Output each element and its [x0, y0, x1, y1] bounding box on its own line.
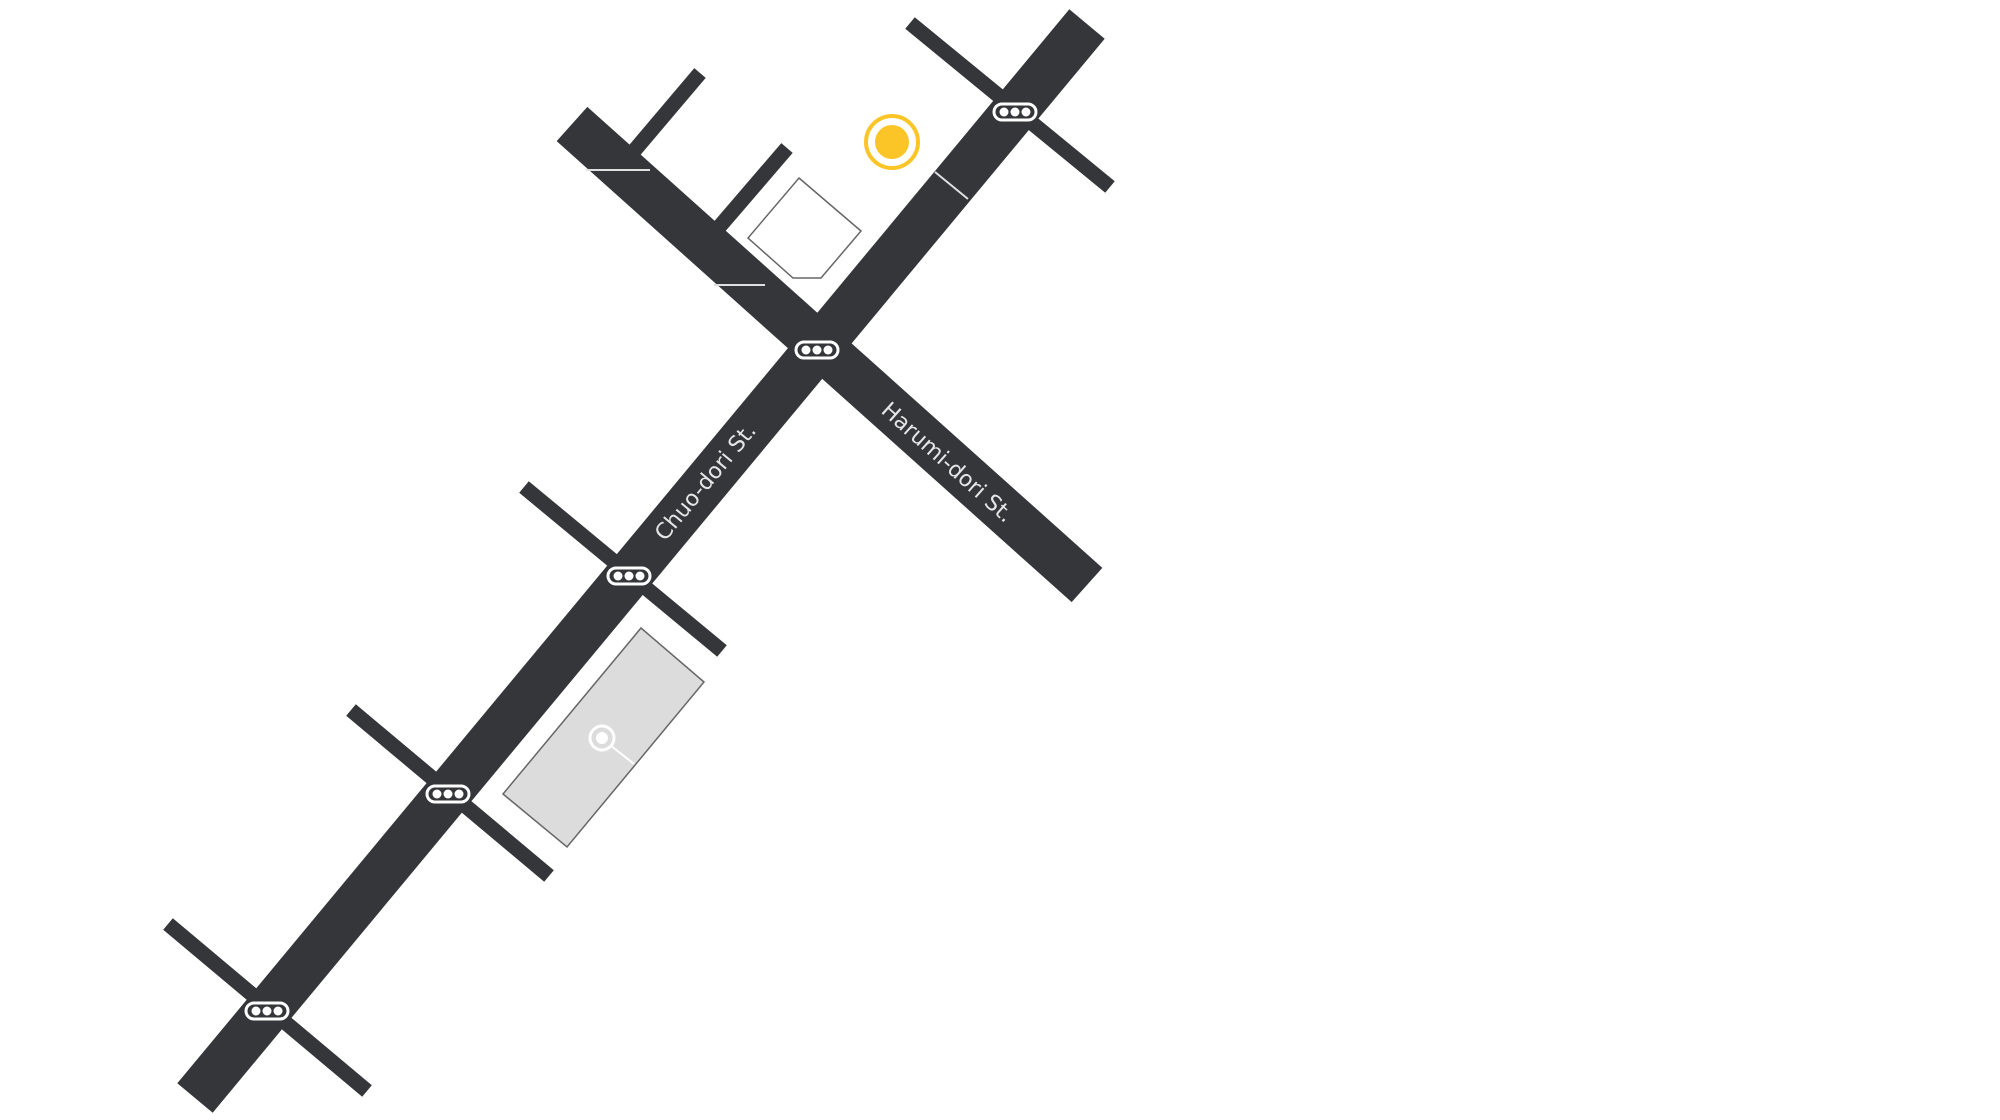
street-label-chuo-dori: Chuo-dori St. [650, 419, 761, 546]
side-street [622, 68, 706, 163]
destination-marker-icon[interactable] [864, 114, 920, 170]
traffic-signals [244, 102, 1038, 1021]
traffic-signal-icon [794, 340, 840, 360]
outline-building [746, 176, 863, 279]
building-pin-icon [588, 724, 616, 752]
street-label-harumi-dori: Harumi-dori St. [876, 398, 1018, 528]
traffic-signal-icon [606, 566, 652, 586]
crosswalk-line [934, 171, 969, 200]
chuo-dori-street [177, 9, 1105, 1113]
landmark-building[interactable] [501, 626, 706, 849]
traffic-signal-icon [244, 1001, 290, 1021]
side-street [708, 143, 793, 238]
traffic-signal-icon [425, 784, 471, 804]
traffic-signal-icon [992, 102, 1038, 122]
